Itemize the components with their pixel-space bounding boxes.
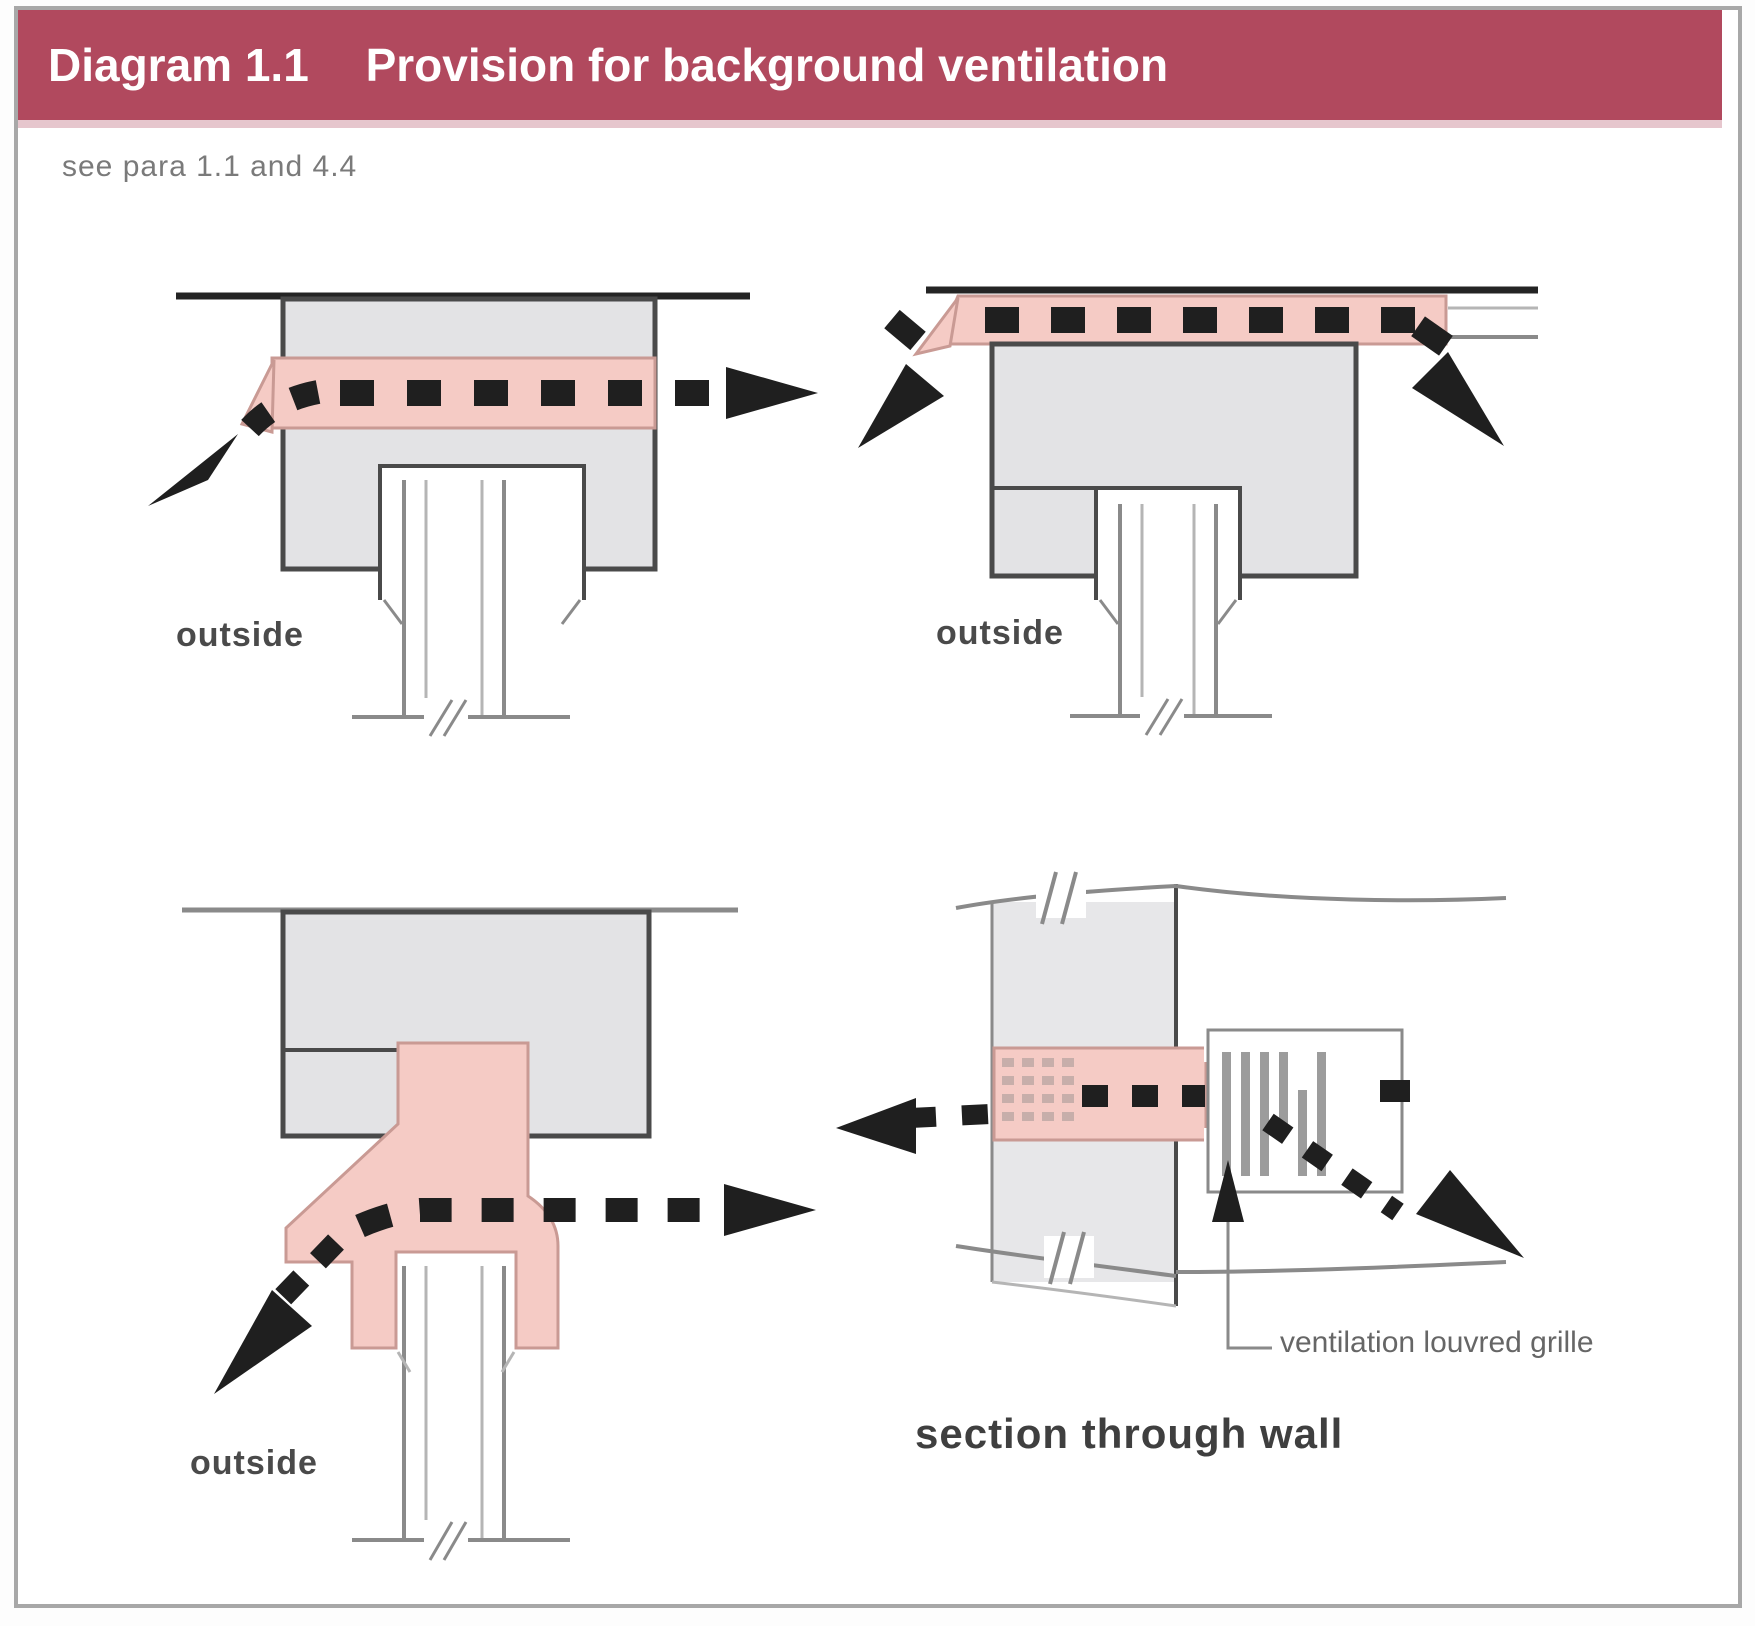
ventilator-slot	[270, 356, 657, 430]
diagram-number: Diagram 1.1	[48, 39, 309, 91]
wall-bottom-front-edge	[991, 1280, 1177, 1308]
grille-clip	[1204, 1128, 1220, 1154]
break-mark	[1060, 871, 1078, 925]
panel-section-through-wall	[836, 871, 1524, 1350]
airflow-arrow-down-left	[858, 364, 944, 448]
airflow-dash	[1411, 316, 1453, 356]
panel-vent-above-frame	[858, 286, 1538, 737]
airflow-dashes-curve	[241, 380, 321, 437]
louvred-grille-panel	[1206, 1028, 1404, 1194]
outside-label-top-left: outside	[176, 616, 304, 654]
airflow-arrow-right	[726, 367, 818, 419]
airflow-dashes	[909, 1104, 991, 1128]
airflow-dashes-diagonal	[274, 1234, 344, 1306]
airflow-dash	[1380, 1080, 1410, 1102]
chamfer	[1216, 599, 1238, 625]
duct-mesh-texture	[1002, 1058, 1074, 1121]
airflow-arrow-down-left	[214, 1290, 312, 1394]
hooded-ventilator	[284, 1041, 560, 1350]
chamfer	[1098, 599, 1120, 625]
ventilator-slot-inlet	[912, 297, 960, 357]
chamfer	[500, 1351, 516, 1373]
airflow-arrow-left	[836, 1098, 916, 1154]
leader-arrow-up	[1212, 1160, 1244, 1222]
chamfer	[382, 599, 404, 625]
airflow-arrow-down-right	[1412, 352, 1504, 446]
airflow-arrow-right	[724, 1184, 816, 1236]
reference-note: see para 1.1 and 4.4	[62, 150, 358, 183]
chamfer	[560, 599, 582, 625]
outside-label-top-right: outside	[936, 614, 1064, 652]
leader-line	[1226, 1222, 1272, 1350]
airflow-dashes-diagonal	[1262, 1113, 1404, 1221]
diagram-title: Provision for background ventilation	[365, 39, 1169, 91]
section-caption: section through wall	[915, 1410, 1344, 1457]
break-mark	[1068, 1231, 1086, 1285]
page-border	[14, 6, 1742, 1608]
break-mark	[1048, 1231, 1066, 1285]
break-mark	[428, 1521, 454, 1561]
airflow-arrow-down-left	[148, 434, 238, 506]
airflow-dash	[884, 309, 926, 351]
break-mark	[442, 1521, 468, 1561]
airflow-arrow-down-right	[1416, 1170, 1524, 1258]
louvre-bars	[1222, 1052, 1326, 1176]
floor-perspective-line	[1175, 1260, 1507, 1274]
break-mark	[1144, 698, 1170, 736]
panel-hooded-ventilator	[182, 907, 816, 1562]
title-banner: Diagram 1.1 Provision for background ven…	[18, 10, 1722, 128]
panel-vent-through-frame	[148, 292, 818, 738]
grille-clip	[1204, 1036, 1220, 1062]
chamfer	[396, 1351, 412, 1373]
airflow-dashes	[355, 1198, 706, 1238]
ceiling-perspective-line	[1175, 884, 1507, 903]
grille-annotation: ventilation louvred grille	[1280, 1326, 1594, 1359]
break-mark	[428, 699, 454, 737]
break-mark	[1158, 698, 1184, 736]
sash-notch	[1094, 486, 1242, 600]
outside-label-bottom-left: outside	[190, 1444, 318, 1482]
break-mark	[442, 699, 468, 737]
break-mark	[1040, 871, 1058, 925]
